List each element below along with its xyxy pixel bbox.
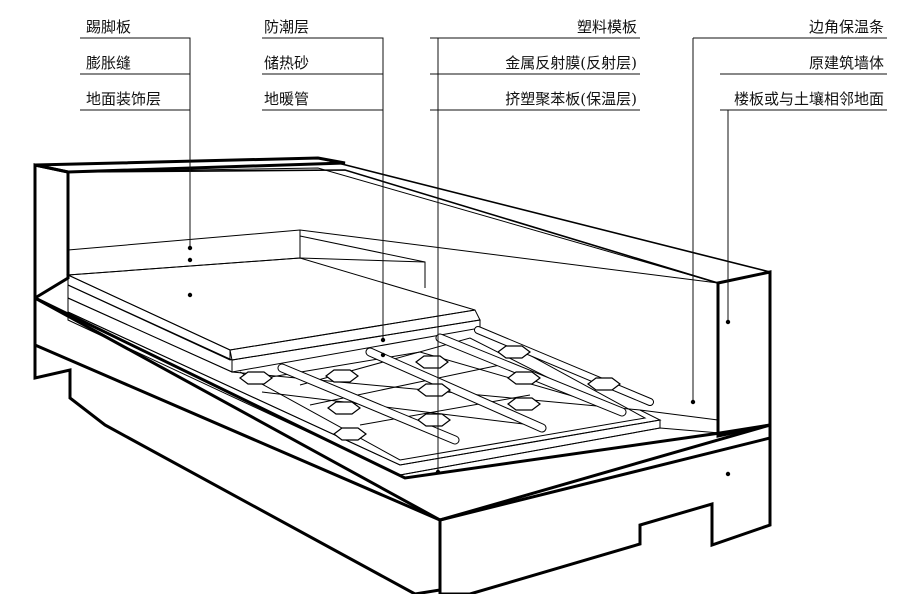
floor-slab (33, 295, 772, 594)
labels-mid: 防潮层 储热砂 地暖管 (264, 18, 309, 108)
label-expansion-joint: 膨胀缝 (86, 54, 131, 72)
label-xps-insulation: 挤塑聚苯板(保温层) (505, 90, 637, 108)
label-edge-insulation: 边角保温条 (809, 18, 884, 36)
label-original-wall: 原建筑墙体 (809, 54, 884, 72)
label-heat-storage-sand: 储热砂 (264, 54, 309, 72)
labels-center: 塑料模板 金属反射膜(反射层) 挤塑聚苯板(保温层) (505, 18, 637, 108)
label-heating-pipe: 地暖管 (264, 90, 309, 108)
label-plastic-template: 塑料模板 (577, 18, 637, 36)
labels-right: 边角保温条 原建筑墙体 楼板或与土壤相邻地面 (734, 18, 884, 108)
label-floor-finish: 地面装饰层 (86, 90, 161, 108)
right-wall (716, 270, 772, 438)
leader-lines (80, 37, 887, 477)
label-floor-slab: 楼板或与土壤相邻地面 (734, 90, 884, 108)
labels-left: 踢脚板 膨胀缝 地面装饰层 (86, 18, 161, 108)
label-moisture-barrier: 防潮层 (264, 18, 309, 36)
back-wall (34, 157, 771, 284)
label-reflective-film: 金属反射膜(反射层) (505, 54, 637, 72)
label-baseboard: 踢脚板 (86, 18, 131, 36)
heating-pipes (239, 326, 654, 461)
